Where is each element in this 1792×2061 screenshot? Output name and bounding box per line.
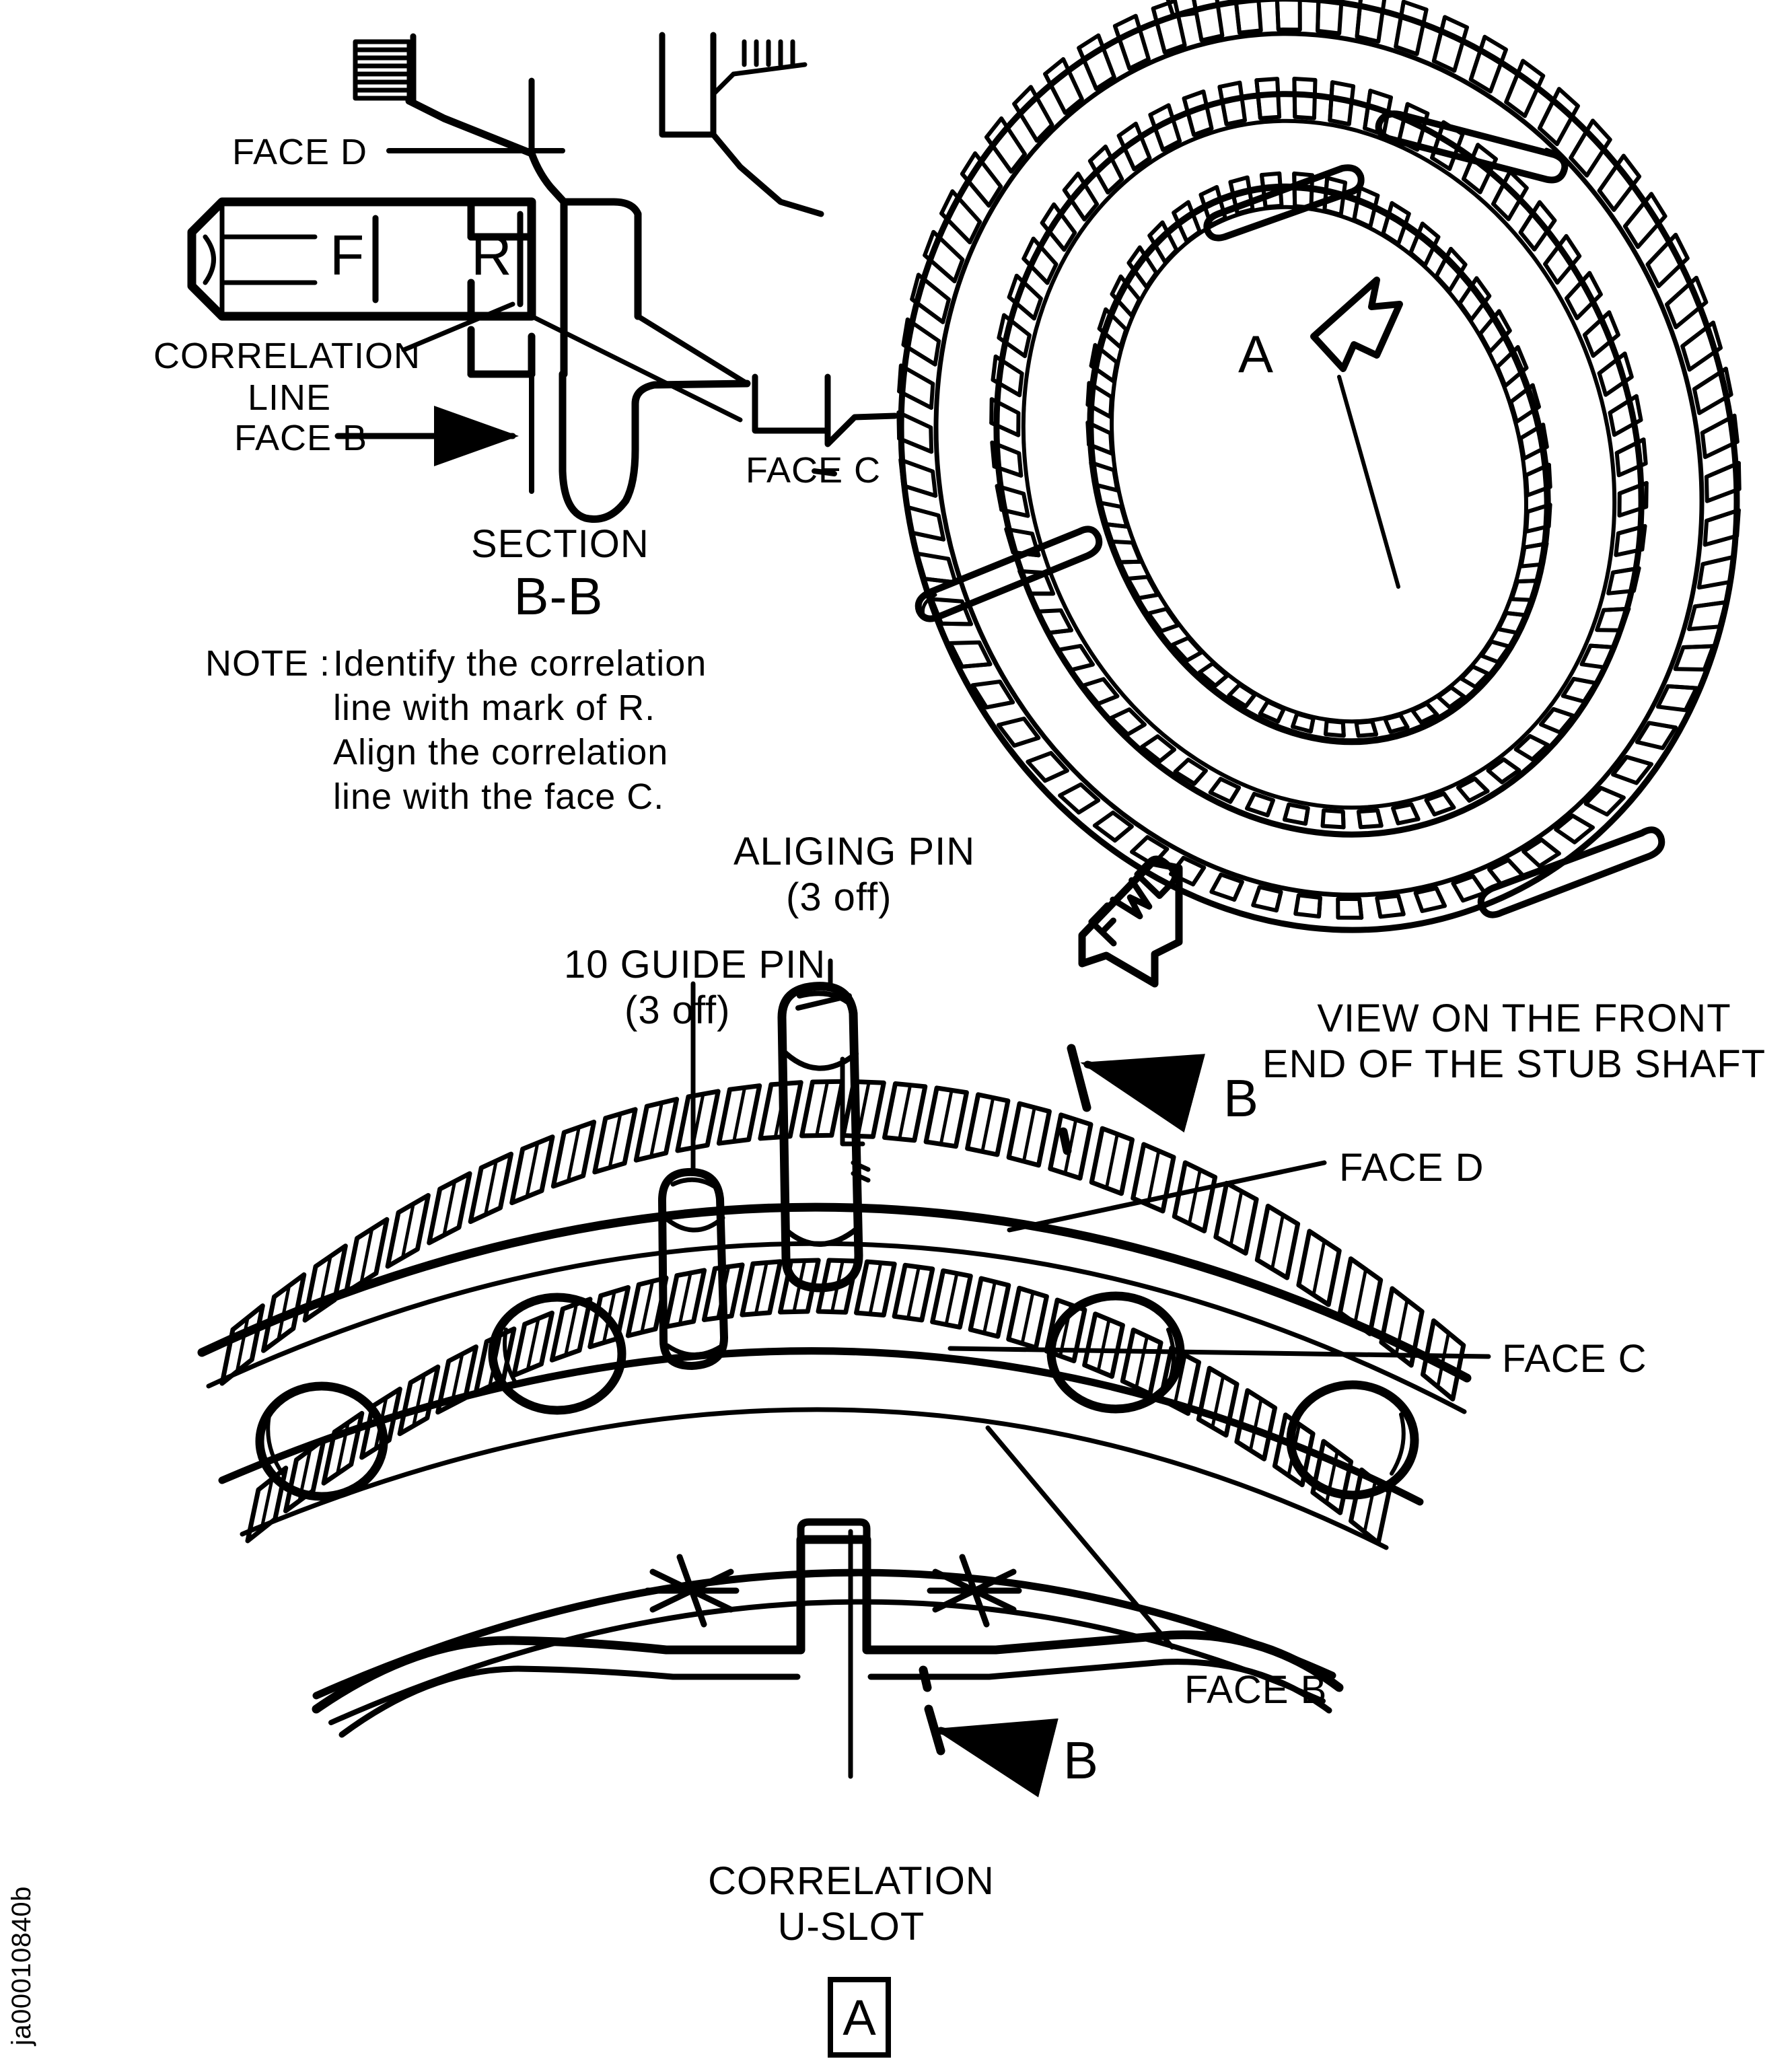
- section-bb-correlation-line-label-2: LINE: [248, 377, 332, 418]
- view-marker-a-box: A: [828, 1977, 891, 2058]
- section-bb-drawing: [187, 32, 898, 523]
- section-caption-line2: B-B: [513, 567, 604, 626]
- main-ring-gear-view: [197, 958, 1491, 1798]
- aligning-pin-label-line1: ALIGING PIN: [733, 830, 976, 873]
- note-line-3: Align the correlation: [333, 732, 669, 772]
- main-face-c-label: FACE C: [1502, 1337, 1647, 1381]
- guide-pin-label-line1: 10 GUIDE PIN: [564, 943, 826, 986]
- view-direction-arrow-a-label: A: [1238, 324, 1275, 384]
- note-prefix: NOTE :: [205, 643, 331, 684]
- section-bb-mark-f: F: [330, 223, 365, 287]
- section-bb-face-d-label: FACE D: [232, 132, 368, 172]
- section-bb-mark-r: R: [471, 223, 513, 287]
- correlation-uslot-label-line2: U-SLOT: [777, 1905, 925, 1949]
- stub-shaft-ring-gear-view: [896, 0, 1742, 988]
- section-bb-face-c-label: FACE C: [746, 450, 882, 491]
- stub-shaft-caption-line1: VIEW ON THE FRONT: [1317, 997, 1731, 1040]
- note-line-4: line with the face C.: [333, 776, 665, 817]
- section-marker-b-bottom: B: [1063, 1731, 1100, 1790]
- section-marker-b-top: B: [1223, 1069, 1260, 1128]
- note-line-1: Identify the correlation: [333, 643, 707, 684]
- main-face-b-label: FACE B: [1184, 1668, 1328, 1712]
- note-line-2: line with mark of R.: [333, 688, 656, 728]
- stub-shaft-caption-line2: END OF THE STUB SHAFT: [1262, 1042, 1766, 1086]
- section-caption-line1: SECTION: [471, 522, 649, 566]
- main-face-d-label: FACE D: [1339, 1146, 1484, 1190]
- correlation-uslot-label-line1: CORRELATION: [708, 1859, 995, 1903]
- figure-id-tag: ja00010840b: [7, 1886, 36, 2046]
- aligning-pin-label-line2: (3 off): [786, 875, 892, 919]
- guide-pin-label-line2: (3 off): [624, 988, 731, 1032]
- section-bb-correlation-line-label-1: CORRELATION: [153, 336, 421, 376]
- section-bb-face-b-label: FACE B: [234, 418, 368, 458]
